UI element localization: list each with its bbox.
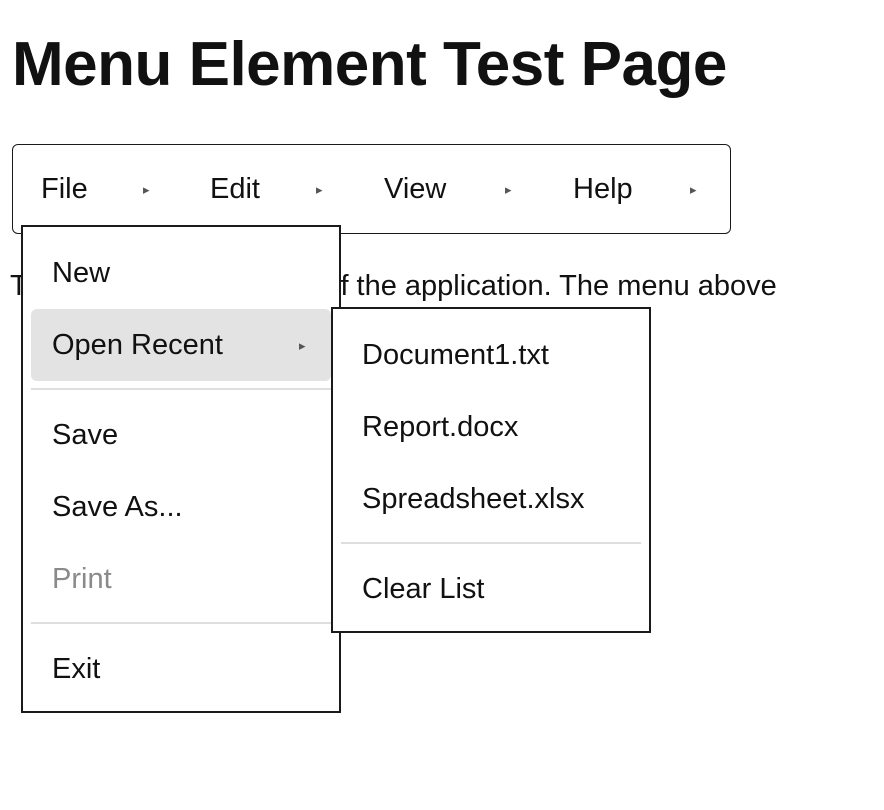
menubar-item-label: Help [573, 172, 633, 205]
menu-item-label: Open Recent [52, 328, 223, 361]
menu-item-open-recent[interactable]: Open Recent ▸ [31, 309, 331, 381]
menu-item-spreadsheet[interactable]: Spreadsheet.xlsx [341, 463, 641, 535]
file-menu: New Open Recent ▸ Save Save As... Print … [21, 225, 341, 713]
menu-item-print: Print [31, 543, 331, 615]
menubar-item-help[interactable]: Help ▸ [573, 145, 697, 233]
menu-item-exit[interactable]: Exit [31, 633, 331, 705]
menu-separator [31, 388, 331, 390]
menu-item-clear-list[interactable]: Clear List [341, 553, 641, 625]
menu-item-new[interactable]: New [31, 237, 331, 309]
submenu-arrow-icon: ▸ [316, 181, 323, 197]
menu-item-label: Print [52, 562, 112, 595]
open-recent-submenu: Document1.txt Report.docx Spreadsheet.xl… [331, 307, 651, 633]
menu-item-save-as[interactable]: Save As... [31, 471, 331, 543]
menubar: File ▸ Edit ▸ View ▸ Help ▸ [12, 144, 731, 234]
menubar-item-label: View [384, 172, 447, 205]
menu-item-label: Exit [52, 652, 101, 685]
menu-item-save[interactable]: Save [31, 399, 331, 471]
submenu-arrow-icon: ▸ [690, 181, 697, 197]
menu-separator [341, 542, 641, 544]
page-title: Menu Element Test Page [12, 30, 727, 99]
menu-item-label: Save [52, 418, 119, 451]
menubar-item-file[interactable]: File ▸ [41, 145, 150, 233]
menu-item-label: Document1.txt [362, 338, 549, 371]
menu-item-label: Spreadsheet.xlsx [362, 482, 585, 515]
menubar-item-label: Edit [210, 172, 260, 205]
submenu-arrow-icon: ▸ [299, 338, 306, 353]
menubar-item-view[interactable]: View ▸ [384, 145, 512, 233]
menu-item-document1[interactable]: Document1.txt [341, 319, 641, 391]
menu-item-report[interactable]: Report.docx [341, 391, 641, 463]
menu-item-label: Clear List [362, 572, 485, 605]
submenu-arrow-icon: ▸ [505, 181, 512, 197]
menu-item-label: New [52, 256, 111, 289]
menubar-item-edit[interactable]: Edit ▸ [210, 145, 323, 233]
submenu-arrow-icon: ▸ [143, 181, 150, 197]
menu-item-label: Report.docx [362, 410, 519, 443]
menubar-item-label: File [41, 172, 88, 205]
menu-item-label: Save As... [52, 490, 183, 523]
menu-separator [31, 622, 331, 624]
